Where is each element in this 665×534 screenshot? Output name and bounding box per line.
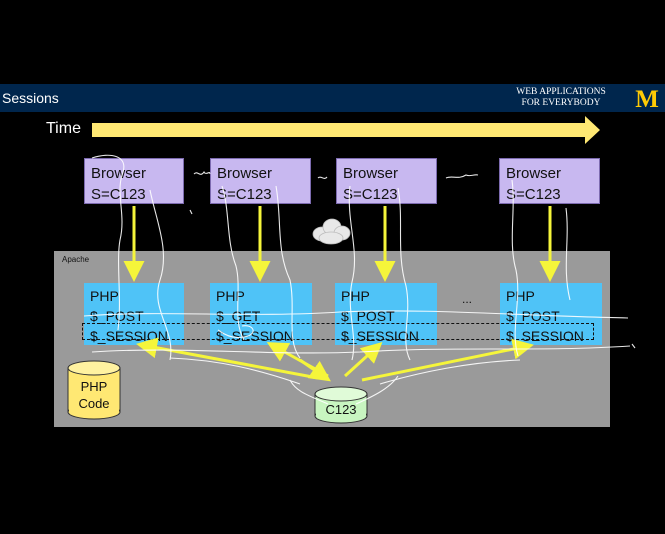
php-title: PHP [341, 288, 370, 304]
university-logo-icon: M [635, 86, 659, 110]
browser-session-id: S=C123 [91, 186, 146, 203]
session-store-cylinder-icon [314, 386, 368, 424]
time-label: Time [46, 120, 81, 137]
browser-box: Browser S=C123 [210, 158, 311, 204]
php-session-array: $_SESSION [216, 328, 294, 344]
brand-line-2: FOR EVERYBODY [521, 98, 601, 108]
browser-box: Browser S=C123 [336, 158, 437, 204]
php-code-label: PHP Code [68, 378, 120, 412]
slide-title: Sessions [2, 90, 59, 106]
php-request-array: $_POST [506, 308, 560, 324]
cloud-icon [312, 218, 351, 245]
php-session-array: $_SESSION [341, 328, 419, 344]
session-dashed-outline [82, 323, 594, 340]
php-request-box: PHP $_POST $_SESSION [335, 283, 437, 345]
php-title: PHP [90, 288, 119, 304]
php-code-cylinder-icon [67, 360, 121, 420]
php-code-line-2: Code [78, 396, 110, 411]
php-title: PHP [506, 288, 535, 304]
session-store-label: C123 [325, 402, 357, 417]
apache-label: Apache [62, 255, 90, 264]
php-code-line-1: PHP [80, 379, 108, 394]
brand-line-1: WEB APPLICATIONS [516, 87, 606, 97]
logo-letter: M [635, 86, 659, 110]
request-arrows [123, 206, 561, 282]
browser-label: Browser [506, 165, 562, 182]
browser-session-id: S=C123 [217, 186, 272, 203]
browser-label: Browser [217, 165, 273, 182]
browser-session-id: S=C123 [343, 186, 398, 203]
browser-label: Browser [343, 165, 399, 182]
browser-label: Browser [91, 165, 147, 182]
slide-header: Sessions WEB APPLICATIONS FOR EVERYBODY … [0, 84, 665, 112]
browser-session-id: S=C123 [506, 186, 561, 203]
browser-box: Browser S=C123 [499, 158, 600, 204]
pen-annotations [83, 154, 636, 405]
php-request-array: $_POST [90, 308, 144, 324]
browser-box: Browser S=C123 [84, 158, 184, 204]
course-brand: WEB APPLICATIONS FOR EVERYBODY [501, 87, 621, 109]
more-requests-ellipsis: ... [462, 292, 473, 306]
